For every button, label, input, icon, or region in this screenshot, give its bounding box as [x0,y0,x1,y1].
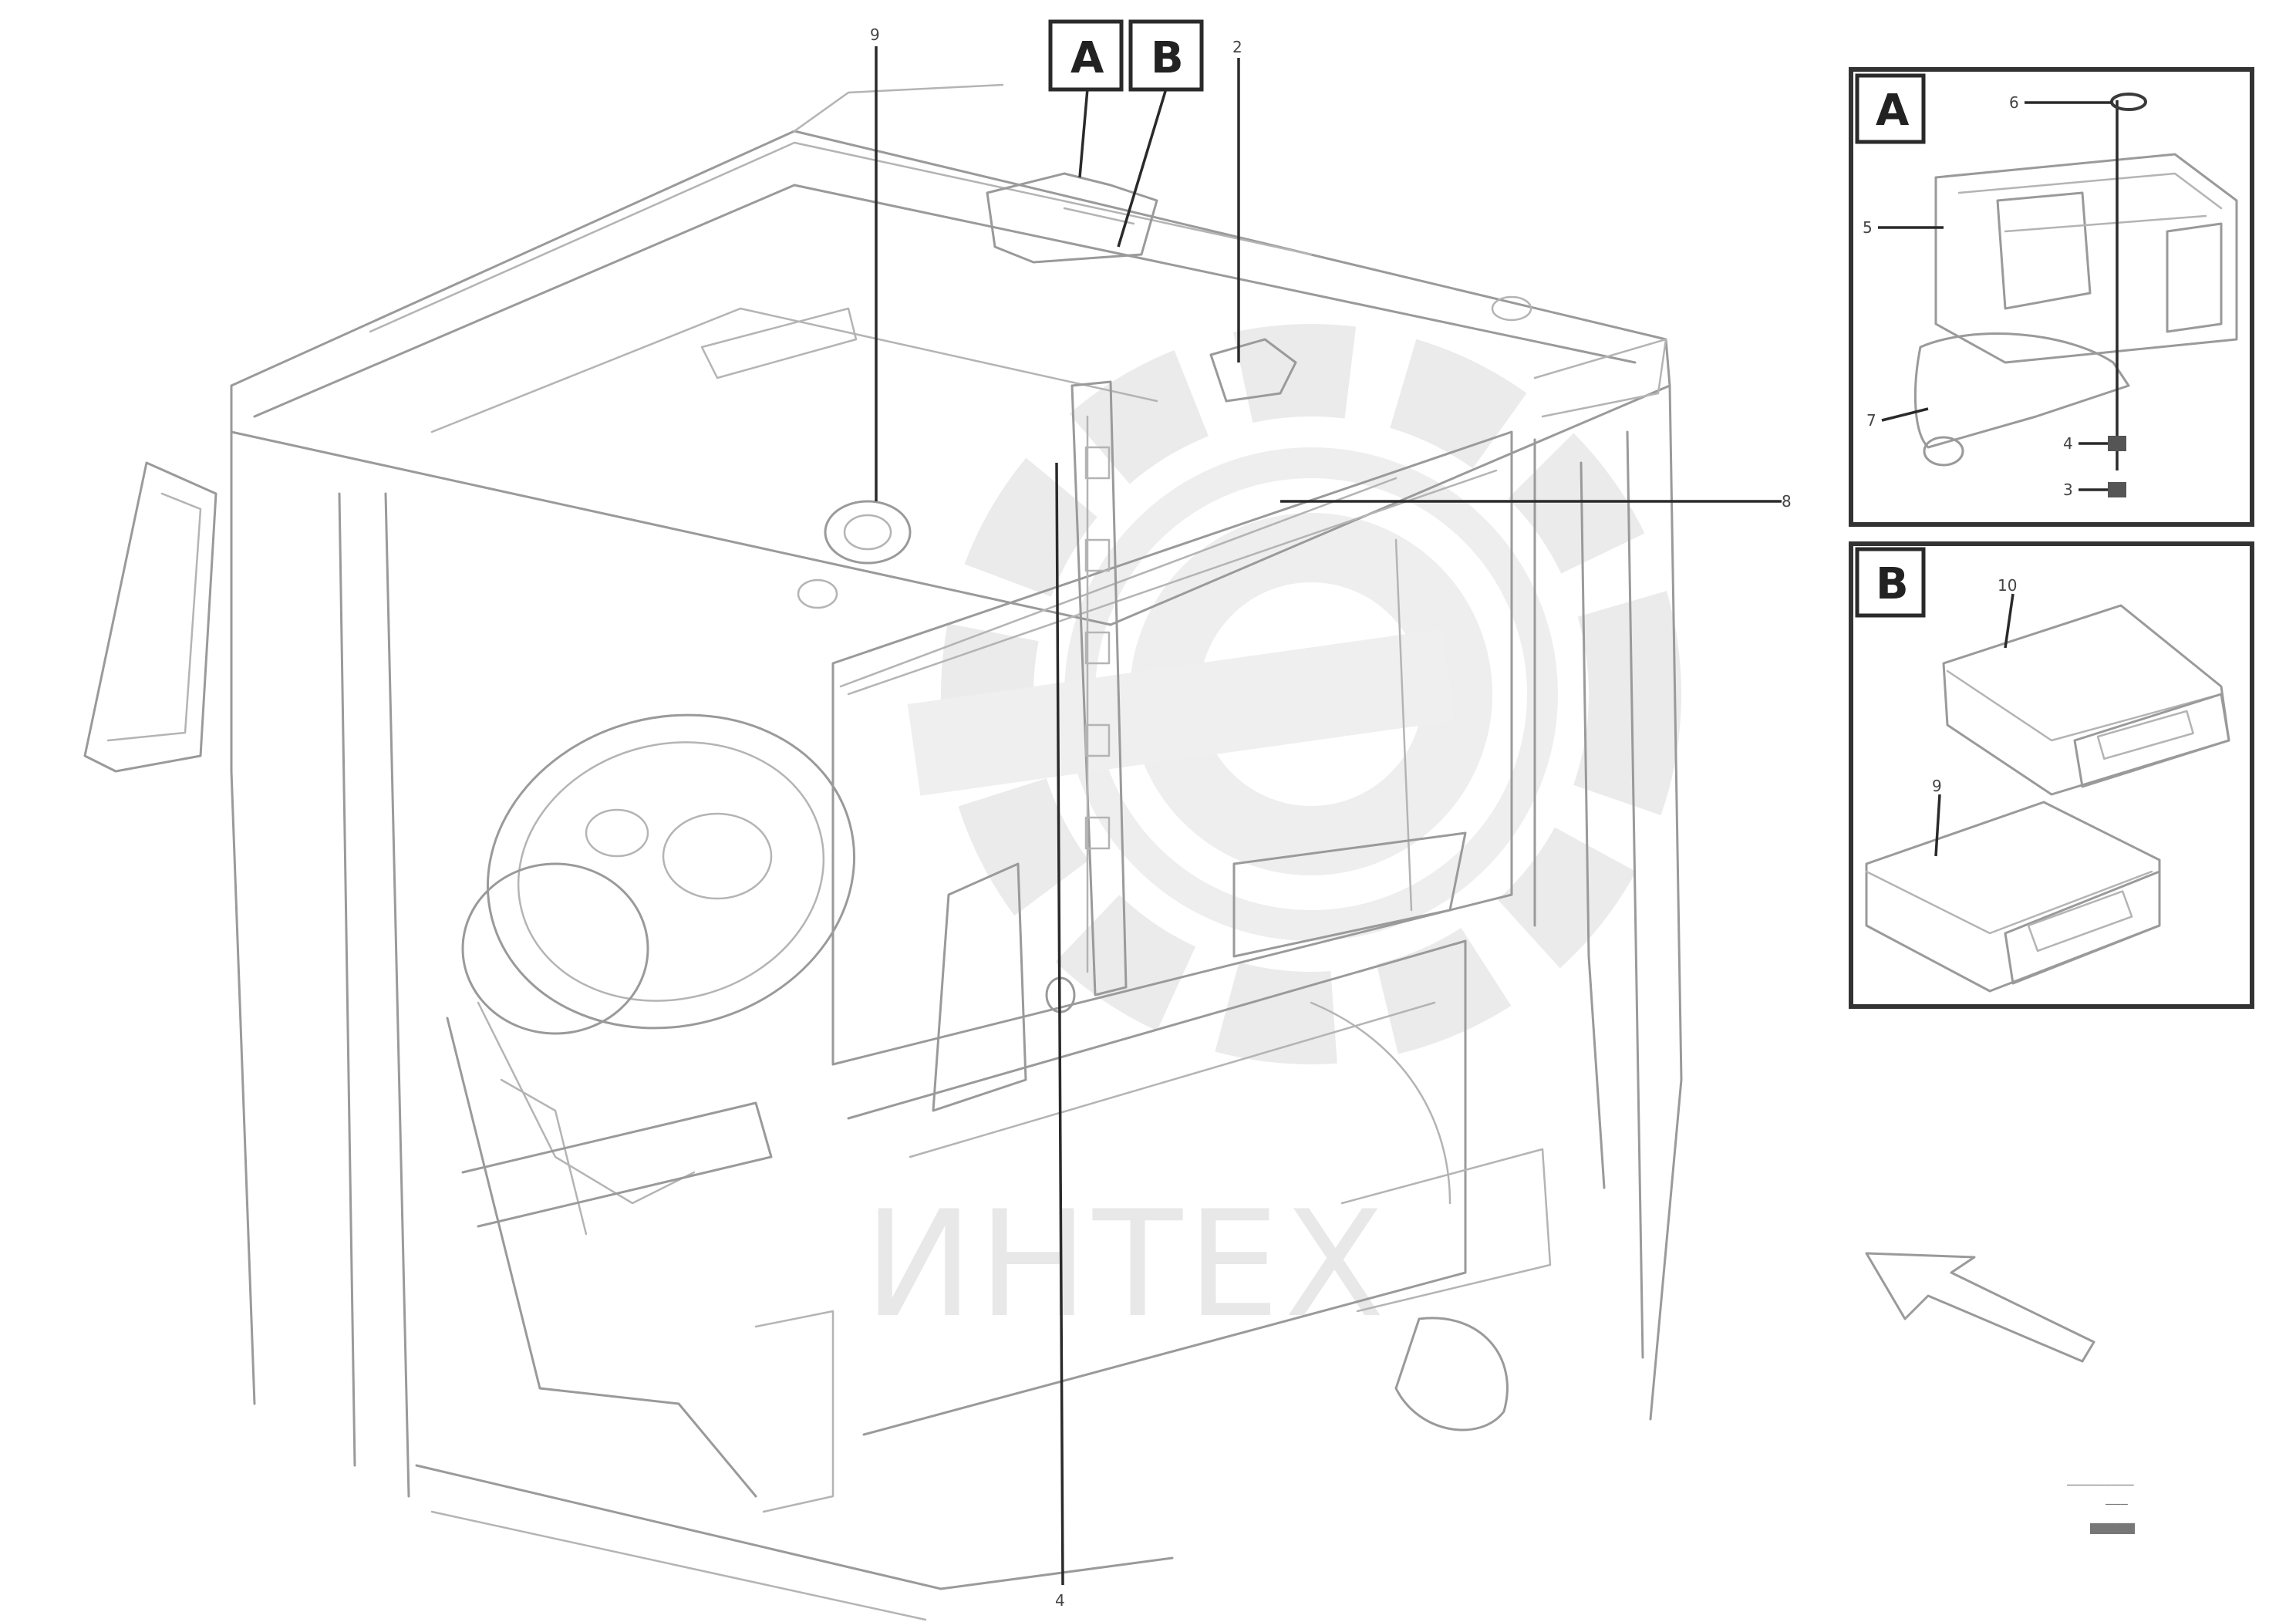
svg-text:A: A [1070,33,1104,83]
svg-text:—————————: ————————— [2067,1477,2134,1492]
detail-a-panel: A [1849,67,2254,527]
svg-text:———: ——— [2106,1496,2128,1511]
detail-a-callout-lower-left: 7 [1866,411,1876,430]
svg-text:B: B [1876,559,1909,609]
reference-code: ————————— ——— ▆▆▆▆▆▆ [2067,1477,2135,1534]
watermark-text: ИНТЕХ [864,1179,1389,1350]
detail-b-panel: B [1849,541,2254,1009]
detail-b-callout-top: 10 [1998,576,2017,595]
dashboard-console [415,831,1552,1621]
side-mirror [83,461,217,773]
view-direction-arrow-icon [1865,1252,2095,1363]
callout-bottom: 4 [1055,1591,1065,1610]
svg-text:A: A [1876,86,1910,136]
detail-a-callout-bottom-2: 3 [2063,481,2073,499]
detail-b-callout-lower: 9 [1932,777,1942,795]
svg-text:B: B [1151,33,1184,83]
detail-a-label: A [1855,73,1926,144]
svg-text:▆▆▆▆▆▆: ▆▆▆▆▆▆ [2089,1519,2135,1534]
callout-top-right: 2 [1232,38,1242,56]
radio-unit-upper [1942,604,2230,796]
detail-a-callout-left: 5 [1863,218,1873,237]
detail-a-callout-top: 6 [2009,93,2019,112]
watermark-gear-icon [907,324,1681,1064]
watermark: ИНТЕХ [864,324,1681,1350]
steering-wheel [461,713,856,1236]
center-pillar-bracket [1045,380,1128,1013]
callout-top-left: 9 [870,25,880,44]
detail-a-callout-bottom-1: 4 [2063,434,2073,453]
radio-unit-lower [1865,801,2161,993]
detail-tag-a: A [1048,19,1124,92]
callout-right-side: 8 [1782,492,1792,511]
callout-leaders [875,46,1782,1586]
detail-b-label: B [1855,547,1926,618]
detail-tag-b: B [1128,19,1204,92]
cab-frame [230,384,1683,1498]
